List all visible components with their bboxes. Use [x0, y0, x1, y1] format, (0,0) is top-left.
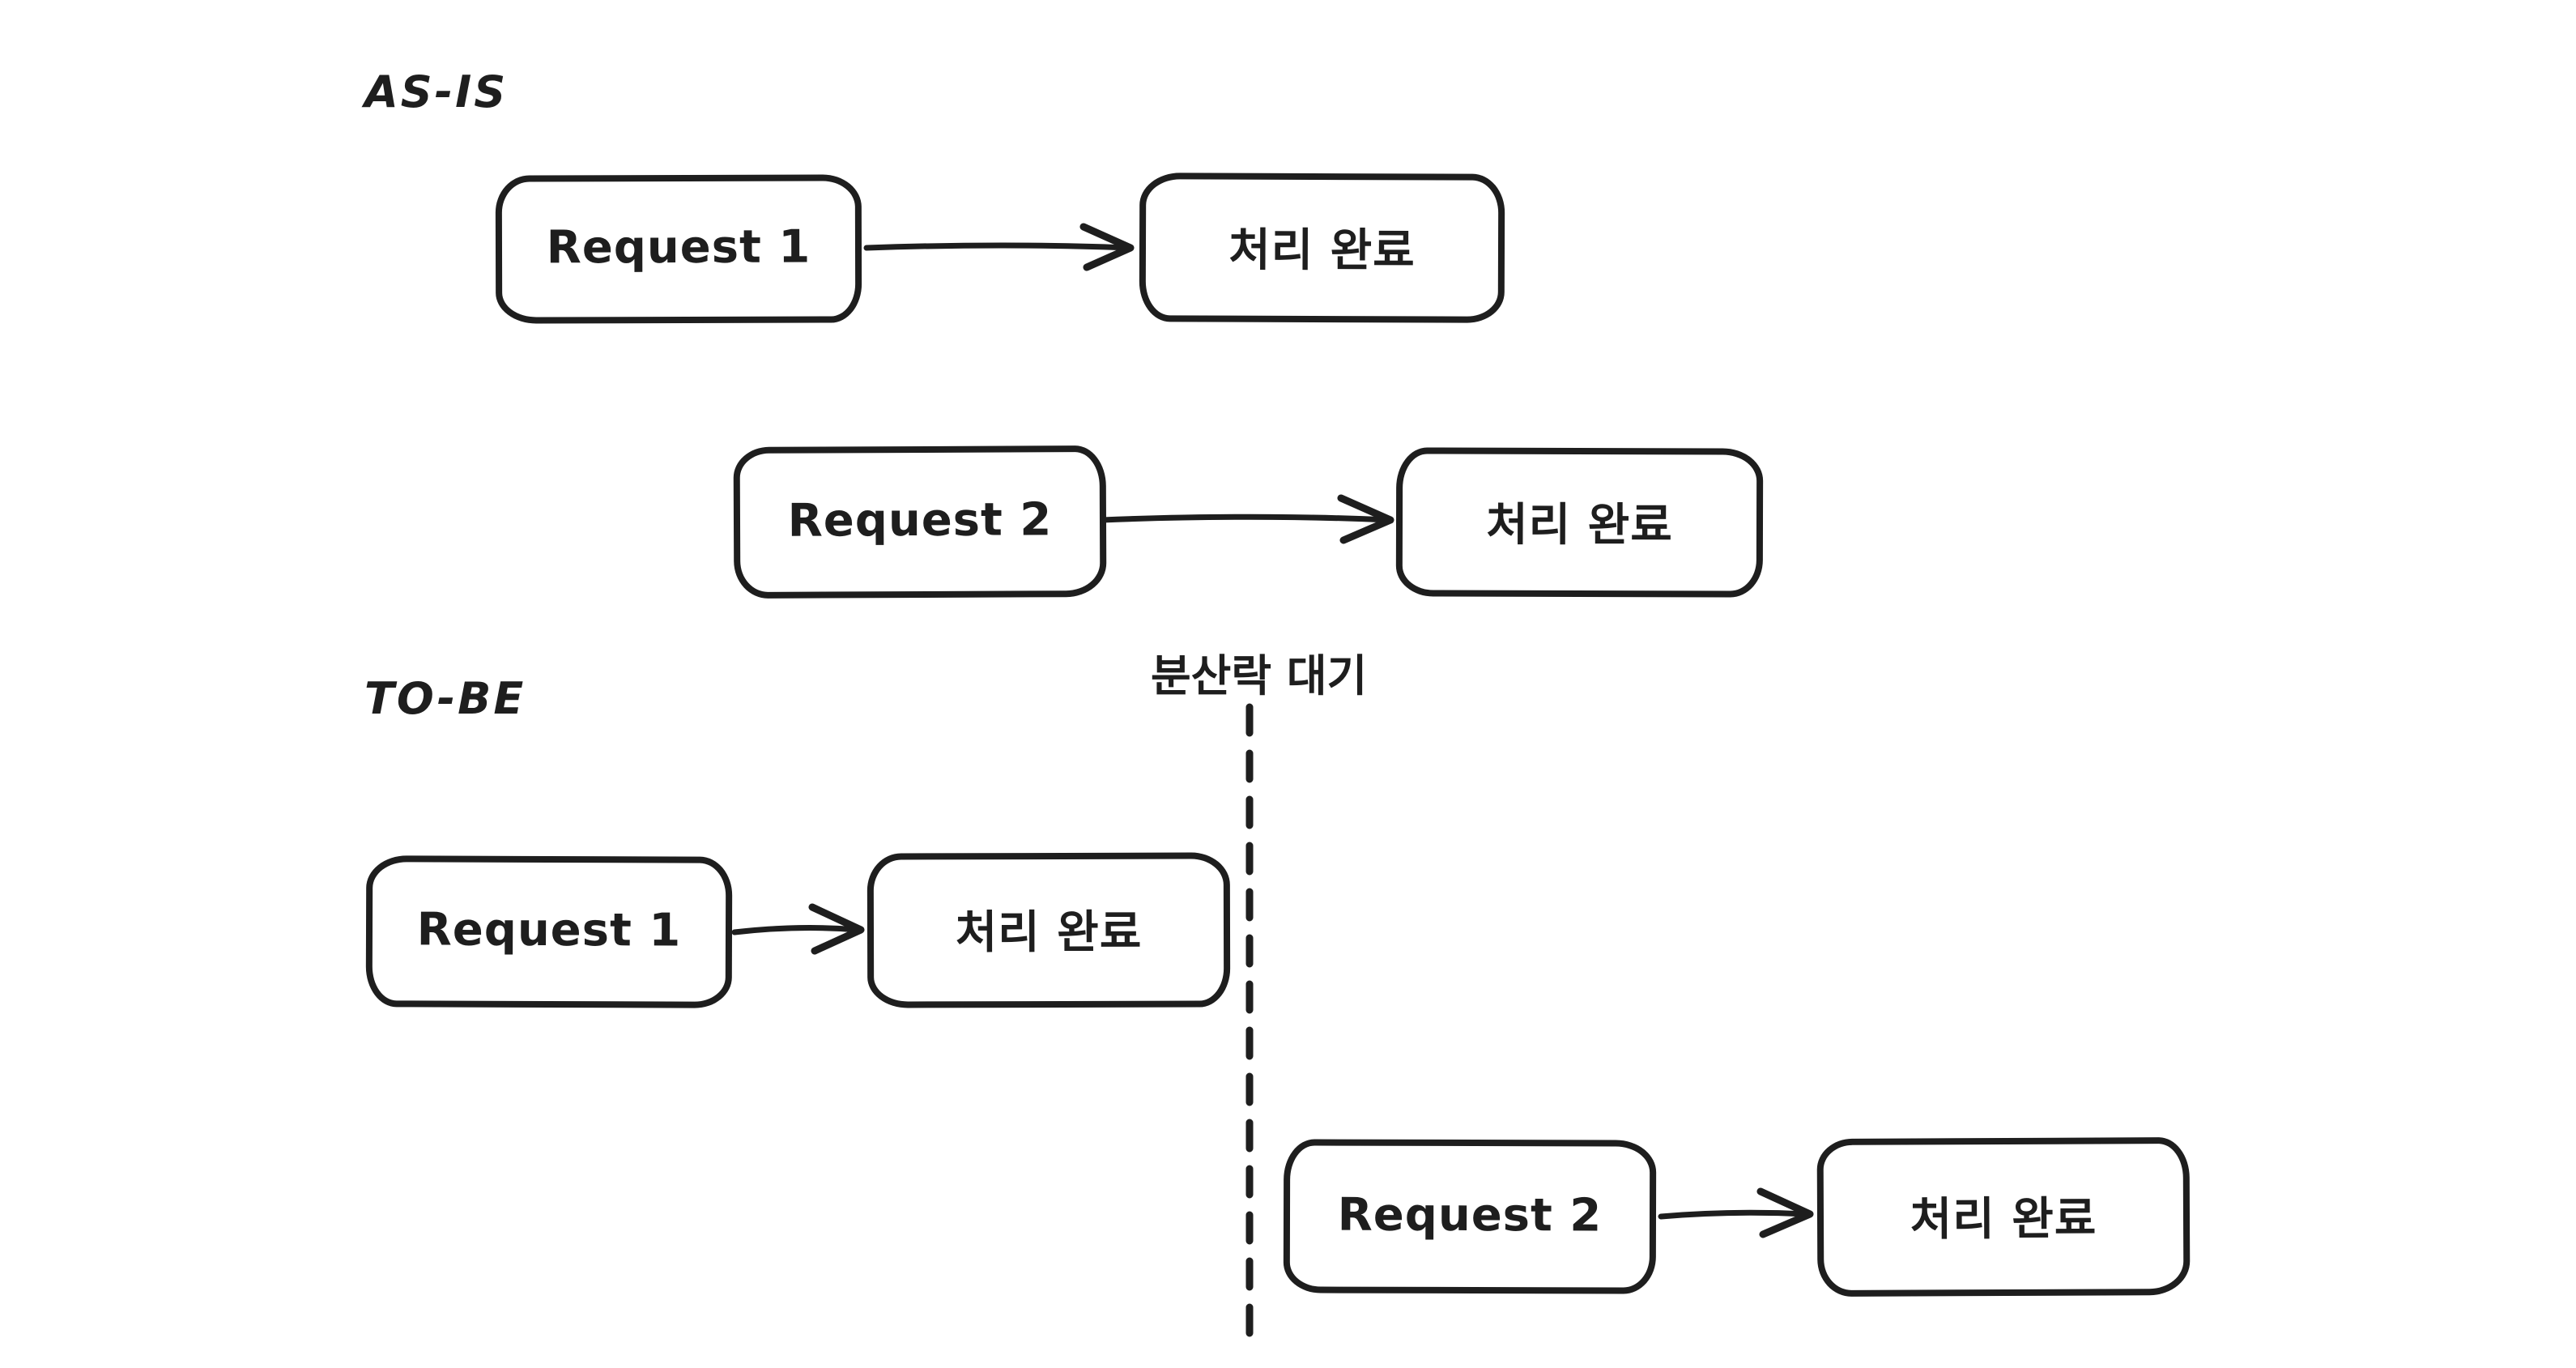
distributed-lock-divider-label: 분산락 대기: [1151, 650, 1368, 701]
as-is-done-2-node: 처리 완료: [1395, 447, 1764, 598]
node-label: 처리 완료: [1486, 498, 1673, 552]
as-is-request-1-node: Request 1: [495, 174, 862, 324]
node-label: 처리 완료: [1910, 1192, 2097, 1247]
node-label: Request 1: [416, 903, 682, 957]
node-label: Request 2: [787, 493, 1053, 548]
node-label: Request 2: [1337, 1188, 1603, 1242]
as-is-request-2-node: Request 2: [733, 445, 1107, 599]
to-be-done-1-node: 처리 완료: [866, 852, 1231, 1008]
to-be-section-label: TO-BE: [364, 673, 526, 724]
node-label: 처리 완료: [955, 906, 1143, 960]
to-be-request-2-node: Request 2: [1283, 1139, 1657, 1294]
arrow-as-is-flow-2: [1099, 494, 1394, 544]
as-is-done-1-node: 처리 완료: [1139, 173, 1505, 323]
arrow-as-is-flow-1: [863, 223, 1135, 271]
arrow-to-be-flow-2: [1658, 1187, 1814, 1238]
node-label: 처리 완료: [1228, 224, 1416, 277]
to-be-done-2-node: 처리 완료: [1816, 1136, 2191, 1298]
to-be-request-1-node: Request 1: [365, 855, 733, 1008]
arrow-to-be-flow-1: [731, 903, 865, 955]
node-label: Request 1: [546, 220, 811, 275]
as-is-section-label: AS-IS: [364, 66, 509, 117]
